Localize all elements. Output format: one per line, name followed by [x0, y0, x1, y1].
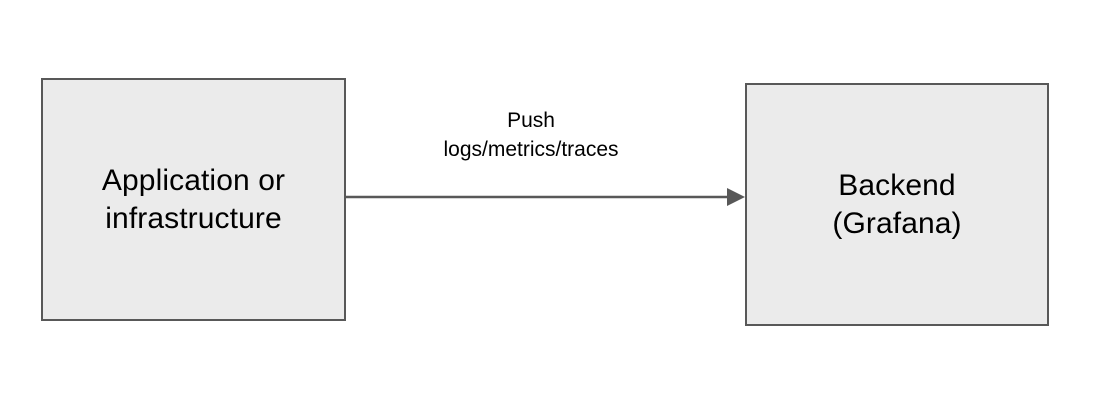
- node-application-or-infrastructure[interactable]: Application or infrastructure: [41, 78, 346, 321]
- node-backend-grafana[interactable]: Backend (Grafana): [745, 83, 1049, 326]
- edge-push-label: Push logs/metrics/traces: [381, 106, 681, 164]
- edge-push-label-line-1: Push: [507, 109, 555, 132]
- arrow-head: [727, 188, 745, 206]
- edge-push-label-line-2: logs/metrics/traces: [443, 138, 619, 161]
- node-backend-label: Backend (Grafana): [832, 168, 962, 240]
- node-source-label: Application or infrastructure: [101, 163, 286, 235]
